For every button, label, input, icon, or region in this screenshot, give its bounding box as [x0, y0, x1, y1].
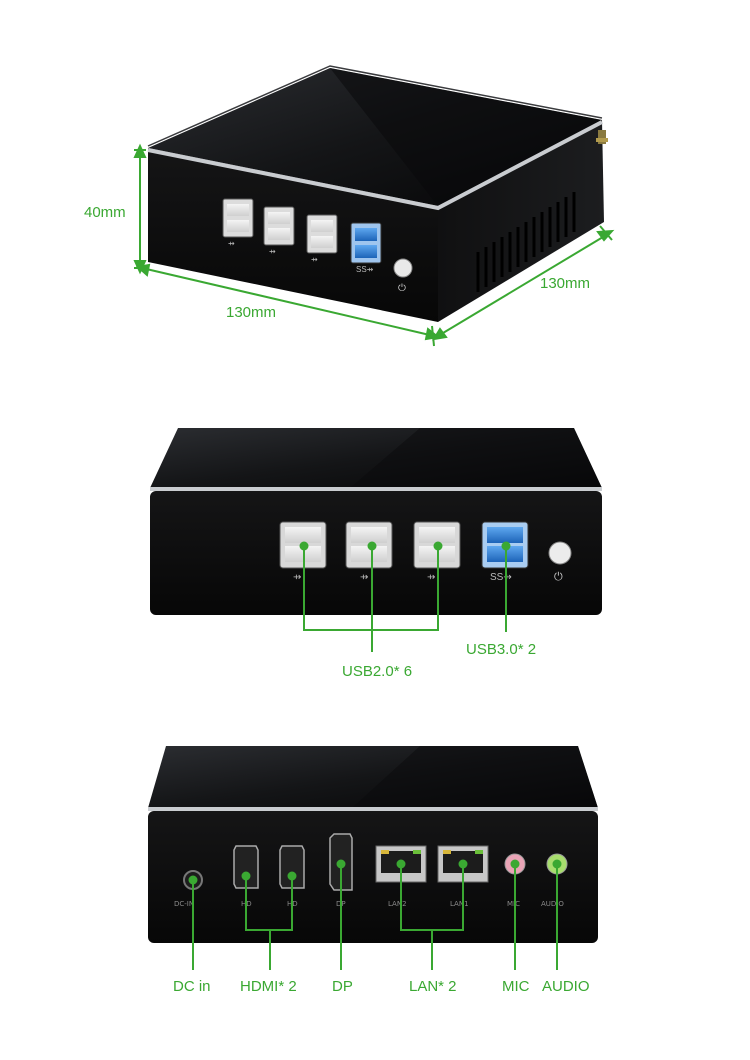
lan-callout-label: LAN* 2 [409, 978, 457, 995]
svg-text:⇸: ⇸ [269, 247, 276, 256]
height-dimension-label: 40mm [84, 204, 126, 221]
svg-text:⇸: ⇸ [427, 572, 435, 583]
callout-lines [299, 541, 511, 652]
vent-slots [476, 192, 576, 292]
power-button: ⏻ [393, 258, 413, 294]
usb2-port [306, 214, 338, 254]
front-view: ⇸ ⇸ ⇸ SS⇸ ⏻ USB2.0* 6 USB3.0* 2 [150, 428, 602, 680]
width-dimension-label: 130mm [226, 304, 276, 321]
svg-text:SS⇸: SS⇸ [356, 265, 374, 274]
mic-callout-label: MIC [502, 978, 530, 995]
svg-text:⇸: ⇸ [228, 239, 235, 248]
svg-text:⇸: ⇸ [360, 572, 368, 583]
lan1-port-label: LAN1 [450, 900, 469, 908]
usb-icon: ⇸ ⇸ ⇸ SS⇸ [293, 572, 512, 583]
power-button: ⏻ [548, 541, 572, 583]
dimension-lines [133, 143, 615, 347]
case-rear [148, 811, 598, 943]
dc-in-port-label: DC-IN [174, 900, 194, 908]
svg-text:⏻: ⏻ [398, 283, 406, 294]
usb3-callout-label: USB3.0* 2 [466, 641, 536, 658]
svg-text:⏻: ⏻ [554, 571, 563, 583]
audio-callout-label: AUDIO [542, 978, 590, 995]
mic-port-label: MIC [507, 900, 520, 908]
usb2-callout-label: USB2.0* 6 [342, 663, 412, 680]
audio-port-label: AUDIO [541, 900, 564, 908]
svg-text:SS⇸: SS⇸ [490, 572, 512, 583]
rear-view: DC-IN HD HD DP LAN2 LAN1 [148, 746, 598, 995]
depth-dimension-label: 130mm [540, 275, 590, 292]
lan2-port-label: LAN2 [388, 900, 407, 908]
antenna-connector [596, 130, 608, 144]
svg-text:⇸: ⇸ [293, 572, 301, 583]
svg-text:⇸: ⇸ [311, 255, 318, 264]
perspective-view: ⇸ ⇸ ⇸ SS⇸ ⏻ 40mm 130mm 130mm [84, 65, 615, 347]
dp-callout-label: DP [332, 978, 353, 995]
usb3-port [350, 222, 382, 264]
callout-lines [188, 859, 562, 970]
usb-icon: ⇸ ⇸ ⇸ SS⇸ [228, 239, 374, 274]
dc-in-callout-label: DC in [173, 978, 211, 995]
usb2-port [263, 206, 295, 246]
hdmi-callout-label: HDMI* 2 [240, 978, 297, 995]
usb2-port [222, 198, 254, 238]
